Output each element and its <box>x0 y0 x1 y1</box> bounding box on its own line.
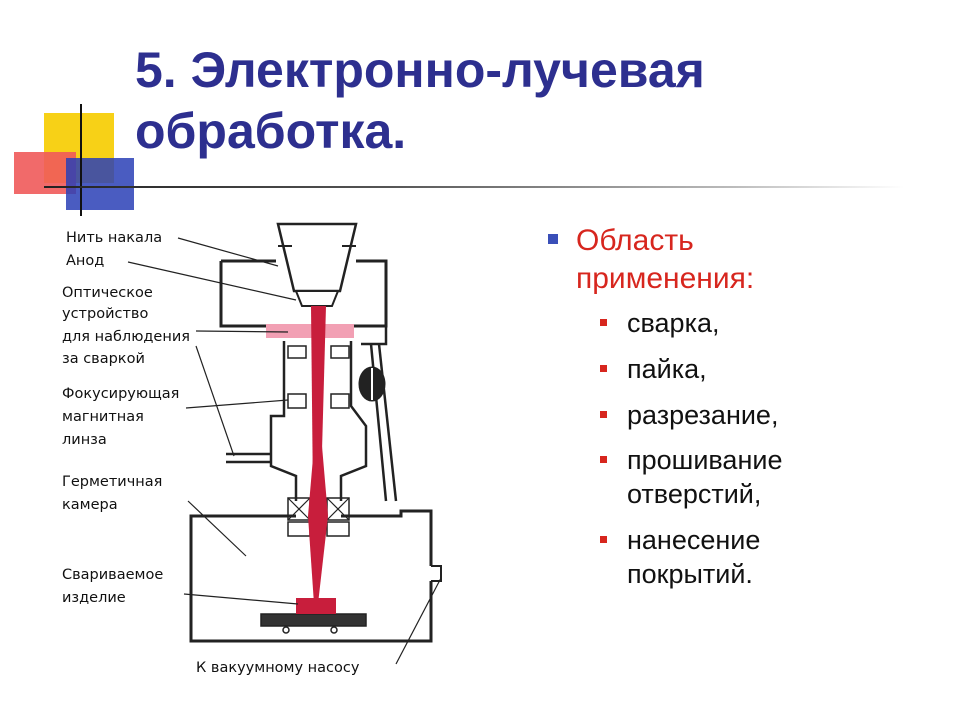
vacuum-chamber <box>189 514 433 643</box>
label-chamber-1: Герметичная <box>62 474 162 490</box>
small-square-bullet-icon <box>600 364 607 372</box>
list-item-text: прошивание <box>627 445 783 476</box>
applications-list: Область применения: сварка, пайка, разре… <box>548 222 928 603</box>
lens-coil-left <box>287 393 307 409</box>
small-square-bullet-icon <box>600 456 607 464</box>
electron-beam <box>266 306 354 614</box>
label-filament: Нить накала <box>66 230 162 246</box>
small-square-bullet-icon <box>600 535 607 543</box>
list-item: сварка, <box>600 307 928 341</box>
label-pump: К вакуумному насосу <box>196 660 360 676</box>
applications-heading-line-2: применения: <box>576 261 755 295</box>
list-item: разрезание, <box>600 399 928 433</box>
cathode-funnel <box>276 222 358 293</box>
slide-title: 5. Электронно-лучевая обработка. <box>135 40 935 162</box>
gun-housing-right <box>324 259 388 328</box>
square-bullet-icon <box>548 234 558 244</box>
list-item-text: пайка, <box>627 353 707 384</box>
decor-blue-square <box>66 158 134 210</box>
list-item: пайка, <box>600 353 928 387</box>
gun-housing <box>219 261 284 328</box>
label-optical-4: за сваркой <box>62 351 145 367</box>
anode <box>294 290 340 307</box>
pump-port <box>431 565 442 582</box>
applications-sublist: сварка, пайка, разрезание, прошивание от… <box>600 307 928 591</box>
label-focus-3: линза <box>62 432 107 448</box>
lens-coil-right <box>330 393 350 409</box>
upper-coil-left <box>287 345 307 359</box>
label-optical-2: устройство <box>62 306 148 322</box>
list-item: прошивание отверстий, <box>600 444 928 512</box>
workpiece <box>296 598 336 614</box>
work-table <box>260 613 367 627</box>
list-item-text: нанесение <box>627 524 761 555</box>
label-workpiece-2: изделие <box>62 590 126 606</box>
small-square-bullet-icon <box>600 410 607 418</box>
list-item: нанесение покрытий. <box>600 524 928 592</box>
list-item-text: разрезание, <box>627 399 779 430</box>
applications-heading: Область применения: <box>548 222 928 297</box>
label-workpiece-1: Свариваемое <box>62 567 163 583</box>
label-optical-1: Оптическое <box>62 285 153 301</box>
list-item-text-cont: покрытий. <box>627 558 753 589</box>
list-item-text-cont: отверстий, <box>627 479 762 509</box>
lens-housing <box>269 386 298 501</box>
label-focus-2: магнитная <box>62 409 144 425</box>
slide-title-line-1: 5. Электронно-лучевая <box>135 42 705 98</box>
list-item-text: сварка, <box>627 308 720 338</box>
title-underline <box>44 186 904 188</box>
label-focus-1: Фокусирующая <box>62 386 179 402</box>
small-square-bullet-icon <box>600 319 607 326</box>
decor-vertical-line <box>80 104 82 216</box>
upper-coil-right <box>330 345 350 359</box>
label-anode: Анод <box>66 253 104 269</box>
electron-beam-diagram: Нить накала Анод Оптическое устройство д… <box>62 222 442 676</box>
label-chamber-2: камера <box>62 497 118 513</box>
slide-title-line-2: обработка. <box>135 103 407 159</box>
label-optical-3: для наблюдения <box>62 329 190 345</box>
applications-heading-line-1: Область <box>576 224 694 257</box>
